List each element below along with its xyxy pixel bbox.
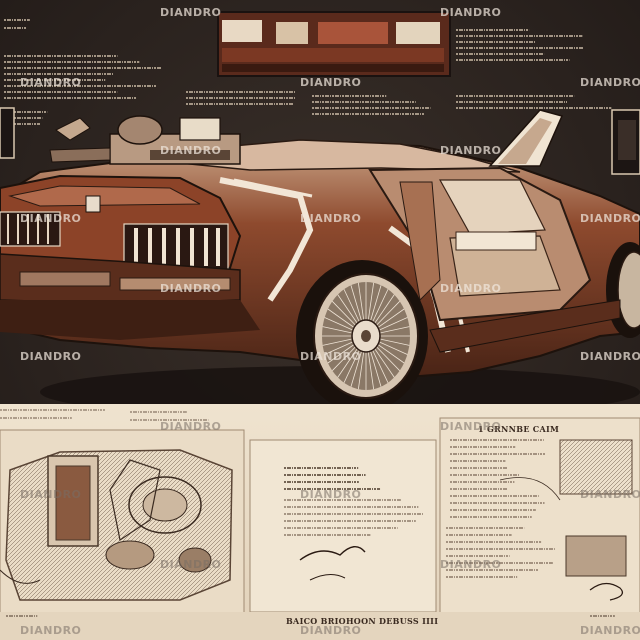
- watermark-text: DIANDRO: [580, 488, 640, 501]
- watermark-text: DIANDRO: [580, 624, 640, 637]
- watermark-text: DIANDRO: [300, 76, 362, 89]
- open-door-interior: [368, 166, 592, 322]
- middle-doc-signature: [299, 546, 366, 581]
- watermark-text: DIANDRO: [580, 76, 640, 89]
- watermark-text: DIANDRO: [440, 144, 502, 157]
- top-photo-strip: [217, 11, 451, 77]
- watermark-text: DIANDRO: [160, 282, 222, 295]
- watermark-text: DIANDRO: [580, 212, 640, 225]
- watermark-text: DIANDRO: [440, 558, 502, 571]
- right-doc-sketches: [499, 439, 633, 601]
- engine-sketch: [0, 449, 233, 601]
- watermark-text: DIANDRO: [160, 420, 222, 433]
- spec-heading: 1 GRNNBE CAIM: [478, 424, 560, 434]
- bottom-caption: BAICO BRIOHOON DEBUSS IIII: [286, 616, 439, 626]
- watermark-text: DIANDRO: [300, 624, 362, 637]
- rear-grille-left: [0, 211, 61, 247]
- gullwing-door: [488, 109, 564, 167]
- watermark-text: DIANDRO: [300, 488, 362, 501]
- watermark-text: DIANDRO: [160, 144, 222, 157]
- watermark-text: DIANDRO: [300, 212, 362, 225]
- left-edge-device: [0, 107, 15, 159]
- rear-wheel: [296, 260, 428, 412]
- watermark-text: DIANDRO: [20, 624, 82, 637]
- right-edge-device: [611, 109, 640, 175]
- watermark-text: DIANDRO: [440, 282, 502, 295]
- watermark-text: DIANDRO: [580, 350, 640, 363]
- car-illustration: [0, 109, 640, 412]
- watermark-text: DIANDRO: [440, 420, 502, 433]
- rear-emblem: [85, 195, 101, 213]
- watermark-text: DIANDRO: [160, 6, 222, 19]
- watermark-text: DIANDRO: [300, 350, 362, 363]
- background-scribble-text: [4, 19, 612, 125]
- watermark-text: DIANDRO: [440, 6, 502, 19]
- watermark-text: DIANDRO: [20, 350, 82, 363]
- watermark-text: DIANDRO: [160, 558, 222, 571]
- watermark-text: DIANDRO: [20, 212, 82, 225]
- watermark-text: DIANDRO: [20, 488, 82, 501]
- roof-device: [49, 115, 241, 165]
- document-scribble-text: [0, 409, 615, 617]
- watermark-text: DIANDRO: [20, 76, 82, 89]
